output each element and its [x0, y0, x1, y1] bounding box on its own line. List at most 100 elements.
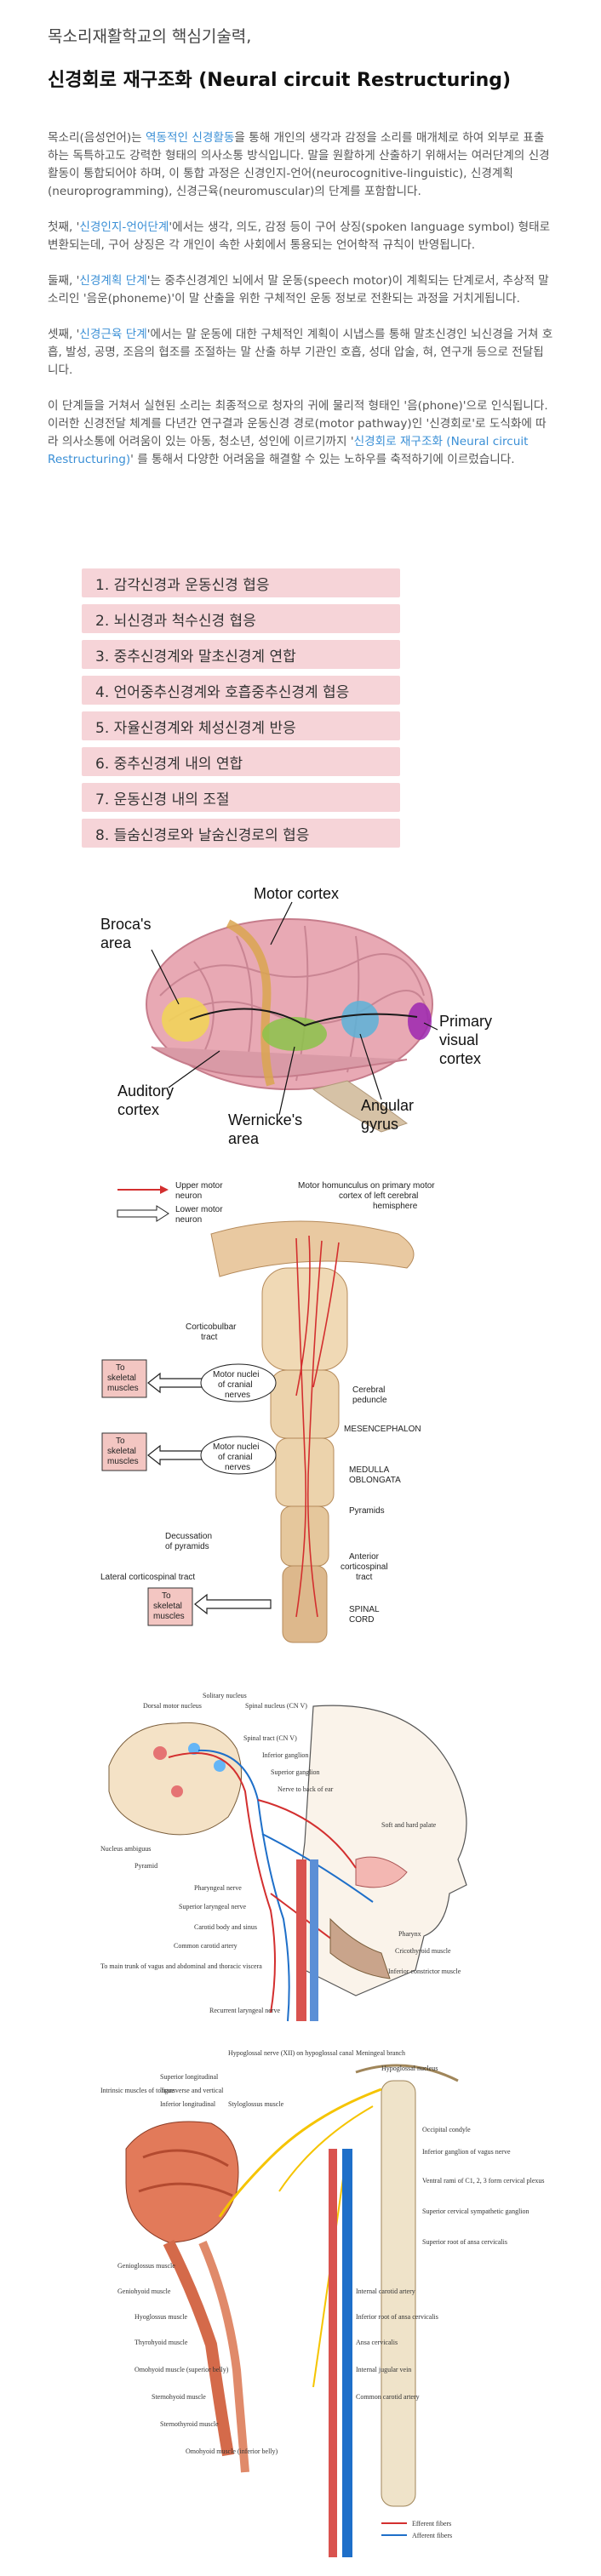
label-angular-1: Angular [361, 1097, 414, 1114]
motor-nuclei-ovals: Motor nuclei of cranial nerves Motor nuc… [200, 1363, 277, 1475]
svg-text:Solitary nucleus: Solitary nucleus [203, 1692, 247, 1699]
svg-text:MEDULLA: MEDULLA [349, 1465, 390, 1475]
leader-lines [151, 901, 438, 1116]
svg-text:Recurrent laryngeal nerve: Recurrent laryngeal nerve [209, 2007, 281, 2014]
svg-text:corticospinal: corticospinal [341, 1562, 388, 1572]
head-outline [300, 1705, 467, 1996]
svg-text:Intrinsic muscles of tongue: Intrinsic muscles of tongue [100, 2087, 175, 2094]
svg-text:To main trunk of vagus and abd: To main trunk of vagus and abdominal and… [100, 1962, 262, 1970]
svg-text:Dorsal motor nucleus: Dorsal motor nucleus [143, 1702, 202, 1710]
svg-text:of cranial: of cranial [218, 1453, 253, 1462]
svg-text:Superior ganglion: Superior ganglion [271, 1768, 320, 1776]
svg-text:hemisphere: hemisphere [373, 1202, 418, 1211]
step-item: 4. 언어중추신경계와 호흡중추신경계 협응 [82, 676, 400, 705]
svg-text:Efferent fibers: Efferent fibers [412, 2520, 451, 2527]
svg-text:of pyramids: of pyramids [165, 1542, 209, 1551]
svg-text:muscles: muscles [107, 1457, 139, 1466]
intro-body: 목소리(음성언어)는 역동적인 신경활동을 통해 개인의 생각과 감정을 소리를… [48, 129, 553, 487]
paragraph-5: 이 단계들을 거쳐서 실현된 소리는 최종적으로 청자의 귀에 물리적 형태인 … [48, 399, 548, 466]
svg-text:Hypoglossal nucleus: Hypoglossal nucleus [381, 2065, 438, 2072]
svg-text:Ventral rami of C1, 2, 3 form: Ventral rami of C1, 2, 3 form cervical p… [422, 2177, 545, 2185]
label-angular-2: gyrus [361, 1116, 398, 1133]
svg-text:To: To [116, 1363, 125, 1373]
svg-text:Spinal nucleus (CN V): Spinal nucleus (CN V) [245, 1702, 307, 1710]
svg-text:Hypoglossal nerve (XII) on hyp: Hypoglossal nerve (XII) on hypoglossal c… [228, 2049, 354, 2057]
svg-text:Inferior ganglion: Inferior ganglion [262, 1751, 308, 1759]
paragraph-4: 셋째, '신경근육 단계'에서는 말 운동에 대한 구체적인 계획이 시냅스를 … [48, 328, 553, 377]
svg-text:Soft and hard palate: Soft and hard palate [381, 1821, 437, 1829]
svg-text:tract: tract [201, 1333, 218, 1342]
svg-text:Carotid body and sinus: Carotid body and sinus [194, 1923, 257, 1931]
svg-text:SPINAL: SPINAL [349, 1605, 380, 1614]
svg-text:Corticobulbar: Corticobulbar [186, 1322, 237, 1332]
label-wernicke-2: area [228, 1130, 260, 1147]
svg-text:Superior laryngeal nerve: Superior laryngeal nerve [179, 1903, 247, 1911]
svg-text:Anterior: Anterior [349, 1552, 380, 1562]
svg-text:Spinal tract (CN V): Spinal tract (CN V) [243, 1734, 297, 1742]
lower-motor-arrow [117, 1205, 169, 1222]
svg-text:CORD: CORD [349, 1615, 374, 1625]
svg-text:Cerebral: Cerebral [352, 1385, 385, 1395]
step-item: 8. 들숨신경로와 날숨신경로의 협응 [82, 819, 400, 848]
legend: Upper motor neuron Lower motor neuron [117, 1181, 223, 1225]
label-primary-visual-2: visual [439, 1031, 478, 1048]
steps-list: 1. 감각신경과 운동신경 협응 2. 뇌신경과 척수신경 협응 3. 중추신경… [82, 568, 400, 854]
vagus-nerve-diagram: Solitary nucleus Dorsal motor nucleus Sp… [100, 1692, 467, 2022]
highlight-term: 역동적인 신경활동 [145, 131, 235, 145]
svg-text:Decussation: Decussation [165, 1532, 212, 1541]
svg-text:Transverse and vertical: Transverse and vertical [160, 2087, 224, 2094]
label-broca-1: Broca's [100, 916, 151, 933]
svg-text:Sternothyroid muscle: Sternothyroid muscle [160, 2420, 219, 2428]
svg-text:skeletal: skeletal [153, 1602, 182, 1611]
svg-text:Nerve to back of ear: Nerve to back of ear [278, 1785, 334, 1793]
svg-text:skeletal: skeletal [107, 1374, 136, 1383]
step-item: 5. 자율신경계와 체성신경계 반응 [82, 711, 400, 740]
svg-text:Geniohyoid muscle: Geniohyoid muscle [117, 2288, 171, 2295]
svg-text:Pharynx: Pharynx [398, 1930, 421, 1938]
svg-text:Pyramids: Pyramids [349, 1506, 385, 1516]
svg-text:Nucleus ambiguus: Nucleus ambiguus [100, 1845, 151, 1853]
svg-text:Pharyngeal nerve: Pharyngeal nerve [194, 1884, 242, 1892]
svg-text:neuron: neuron [175, 1191, 202, 1201]
step-item: 6. 중추신경계 내의 연합 [82, 747, 400, 776]
svg-text:Sternohyoid muscle: Sternohyoid muscle [152, 2393, 206, 2401]
svg-text:nerves: nerves [225, 1463, 250, 1472]
svg-text:muscles: muscles [153, 1612, 185, 1621]
lower-motor-arrows [147, 1372, 272, 1615]
paragraph-1: 목소리(음성언어)는 역동적인 신경활동을 통해 개인의 생각과 감정을 소리를… [48, 131, 550, 198]
label-primary-visual-1: Primary [439, 1013, 492, 1030]
svg-text:Occipital condyle: Occipital condyle [422, 2126, 471, 2133]
step-item: 3. 중추신경계와 말초신경계 연합 [82, 640, 400, 669]
highlight-term: 신경계획 단계 [79, 274, 147, 288]
svg-text:OBLONGATA: OBLONGATA [349, 1476, 401, 1485]
svg-text:neuron: neuron [175, 1215, 202, 1225]
svg-text:Afferent fibers: Afferent fibers [412, 2532, 452, 2539]
step-item: 1. 감각신경과 운동신경 협응 [82, 568, 400, 597]
label-primary-visual-3: cortex [439, 1050, 481, 1067]
svg-text:Meningeal branch: Meningeal branch [356, 2049, 405, 2057]
eyebrow-text: 목소리재활학교의 핵심기술력, [48, 27, 252, 46]
svg-text:Genioglossus muscle: Genioglossus muscle [117, 2262, 175, 2270]
neck-vessels [296, 1859, 391, 2021]
svg-text:Upper motor: Upper motor [175, 1181, 223, 1191]
svg-text:Cricothyroid muscle: Cricothyroid muscle [395, 1947, 451, 1955]
svg-text:of cranial: of cranial [218, 1380, 253, 1390]
highlight-term: 신경근육 단계 [79, 328, 147, 341]
step-item: 7. 운동신경 내의 조절 [82, 783, 400, 812]
svg-text:tract: tract [356, 1573, 373, 1582]
svg-text:muscles: muscles [107, 1384, 139, 1393]
svg-text:Inferior constrictor muscle: Inferior constrictor muscle [388, 1968, 461, 1975]
paragraph-2: 첫째, '신경인지-언어단계'에서는 생각, 의도, 감정 등이 구어 상징(s… [48, 220, 551, 252]
svg-text:Motor homunculus on primary mo: Motor homunculus on primary motor [298, 1181, 435, 1191]
svg-text:Omohyoid muscle (superior bell: Omohyoid muscle (superior belly) [135, 2366, 229, 2373]
svg-text:Internal carotid artery: Internal carotid artery [356, 2288, 415, 2295]
svg-text:Common carotid artery: Common carotid artery [356, 2393, 420, 2401]
svg-text:To: To [162, 1591, 171, 1601]
step-item: 2. 뇌신경과 척수신경 협응 [82, 604, 400, 633]
label-auditory-1: Auditory [117, 1082, 174, 1100]
svg-text:Internal jugular vein: Internal jugular vein [356, 2366, 411, 2373]
svg-text:Styloglossus muscle: Styloglossus muscle [228, 2100, 284, 2108]
svg-text:Inferior root of ansa cervical: Inferior root of ansa cervicalis [356, 2313, 438, 2321]
tongue-muscles [125, 2121, 249, 2473]
svg-text:MESENCEPHALON: MESENCEPHALON [344, 1425, 421, 1434]
